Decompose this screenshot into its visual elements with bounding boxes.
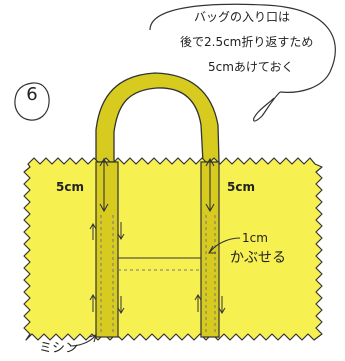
gap-arrow-right xyxy=(205,157,215,213)
step-number: 6 xyxy=(26,84,38,105)
right-gap-label: 5cm xyxy=(227,180,255,194)
step-circle xyxy=(14,82,50,121)
note-bubble xyxy=(149,3,336,93)
note-line-3: 5cmあけておく xyxy=(208,60,294,74)
overlap-pointer xyxy=(208,237,241,254)
stitch-direction-arrows xyxy=(89,222,226,314)
stitch-lines xyxy=(100,215,216,335)
left-gap-label: 5cm xyxy=(56,180,84,194)
sewing-label: ミシン xyxy=(39,341,79,356)
note-line-2: 後で2.5cm折り返すため xyxy=(180,35,314,49)
overlap-text-label: かぶせる xyxy=(230,250,286,266)
left-strap xyxy=(95,161,119,338)
overlap-size-label: 1cm xyxy=(242,231,268,245)
note-line-1: バッグの入り口は xyxy=(194,10,291,24)
note-bubble-tail xyxy=(253,91,281,122)
bag-handle xyxy=(95,72,220,163)
sewing-pointer xyxy=(69,334,97,347)
gap-arrow-left xyxy=(99,157,109,213)
